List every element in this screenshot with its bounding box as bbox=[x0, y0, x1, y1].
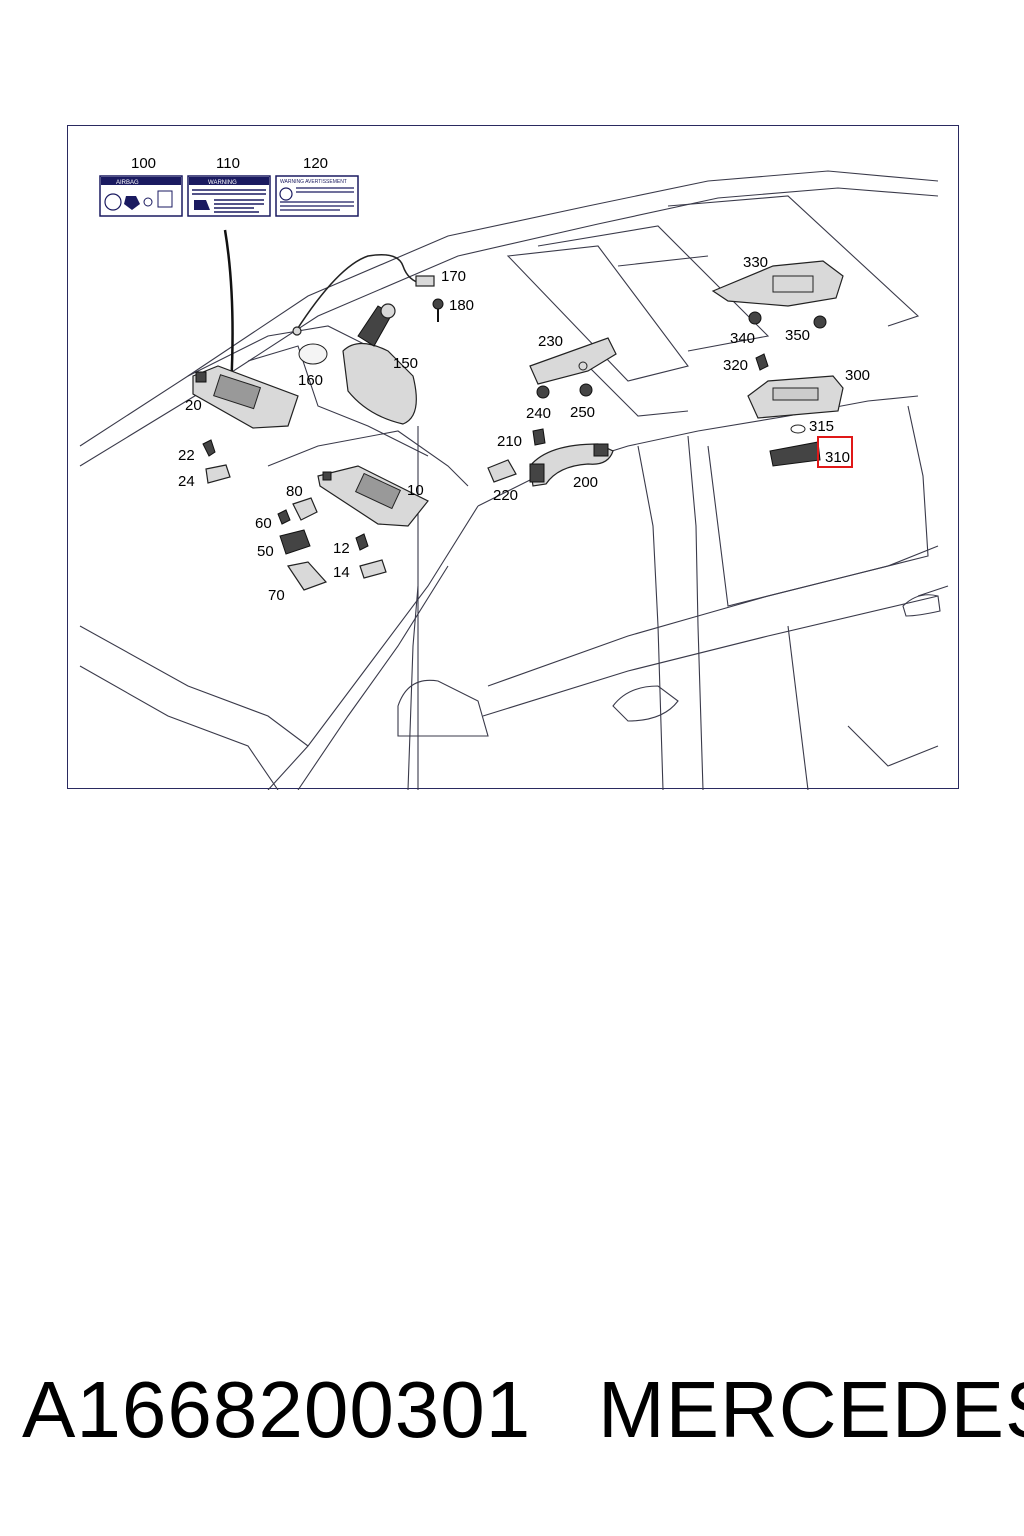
callout-110: 110 bbox=[216, 155, 240, 172]
callout-50: 50 bbox=[257, 543, 274, 560]
callout-12: 12 bbox=[333, 540, 350, 557]
callout-300: 300 bbox=[845, 367, 870, 384]
part-210-clip bbox=[532, 428, 546, 446]
part-24-holder bbox=[205, 464, 231, 484]
callout-24: 24 bbox=[178, 473, 195, 490]
callout-70: 70 bbox=[268, 587, 285, 604]
part-240-screw bbox=[536, 385, 550, 399]
pointer-arrow bbox=[223, 229, 234, 389]
part-250-screw bbox=[579, 383, 593, 397]
callout-80: 80 bbox=[286, 483, 303, 500]
part-number: A1668200301 bbox=[22, 1365, 532, 1454]
callout-310: 310 bbox=[825, 449, 850, 466]
part-22-clip bbox=[202, 439, 216, 457]
part-80-hook bbox=[292, 497, 318, 521]
part-160-cover bbox=[298, 343, 328, 365]
part-14-holder bbox=[359, 559, 387, 579]
airbag-text: AIRBAG bbox=[116, 180, 139, 186]
part-12-clip bbox=[355, 533, 369, 551]
brand-name: MERCEDES bbox=[598, 1365, 1024, 1454]
callout-230: 230 bbox=[538, 333, 563, 350]
part-50-bracket bbox=[279, 529, 311, 555]
callout-210: 210 bbox=[497, 433, 522, 450]
part-320-clip bbox=[755, 353, 769, 371]
warning-label-100: AIRBAG bbox=[99, 175, 183, 217]
part-200-grab-handle bbox=[529, 443, 614, 487]
warning-label-120: WARNING AVERTISSEMENT bbox=[275, 175, 359, 217]
callout-10: 10 bbox=[407, 482, 424, 499]
car-outline bbox=[79, 170, 949, 790]
part-150-mirror bbox=[342, 303, 417, 425]
callout-320: 320 bbox=[723, 357, 748, 374]
warning-text: WARNING bbox=[208, 180, 237, 186]
callout-22: 22 bbox=[178, 447, 195, 464]
callout-220: 220 bbox=[493, 487, 518, 504]
part-330-mounting-frame bbox=[711, 260, 844, 307]
part-10-sun-visor bbox=[317, 465, 429, 527]
callout-200: 200 bbox=[573, 474, 598, 491]
part-220-cap bbox=[487, 459, 517, 483]
part-20-sun-visor bbox=[192, 365, 299, 429]
parts-diagram: AIRBAG WARNING WARNING AVERTISSEMENT 100… bbox=[67, 125, 959, 790]
callout-340: 340 bbox=[730, 330, 755, 347]
diagram-drawing: AIRBAG WARNING WARNING AVERTISSEMENT 100… bbox=[79, 155, 949, 790]
callout-160: 160 bbox=[298, 372, 323, 389]
warning-avertissement-text: WARNING AVERTISSEMENT bbox=[280, 179, 347, 185]
callout-250: 250 bbox=[570, 404, 595, 421]
part-170-cable bbox=[292, 254, 435, 336]
part-350-screw bbox=[813, 315, 827, 329]
callout-170: 170 bbox=[441, 268, 466, 285]
callout-14: 14 bbox=[333, 564, 350, 581]
part-315-bulb bbox=[790, 424, 806, 434]
part-70-plate bbox=[287, 561, 328, 591]
callout-330: 330 bbox=[743, 254, 768, 271]
warning-label-110: WARNING bbox=[187, 175, 271, 217]
highlight-box-310 bbox=[817, 436, 853, 468]
callout-350: 350 bbox=[785, 327, 810, 344]
callout-100: 100 bbox=[131, 155, 156, 172]
callout-240: 240 bbox=[526, 405, 551, 422]
part-230-bracket bbox=[529, 337, 617, 385]
part-340-screw bbox=[748, 311, 762, 325]
part-60-clip bbox=[277, 509, 291, 525]
part-300-overhead-panel bbox=[747, 375, 844, 419]
part-310-light-unit bbox=[769, 441, 821, 467]
callout-150: 150 bbox=[393, 355, 418, 372]
callout-60: 60 bbox=[255, 515, 272, 532]
part-180-screw bbox=[432, 298, 444, 322]
callout-315: 315 bbox=[809, 418, 834, 435]
callout-20: 20 bbox=[185, 397, 202, 414]
callout-180: 180 bbox=[449, 297, 474, 314]
callout-120: 120 bbox=[303, 155, 328, 172]
